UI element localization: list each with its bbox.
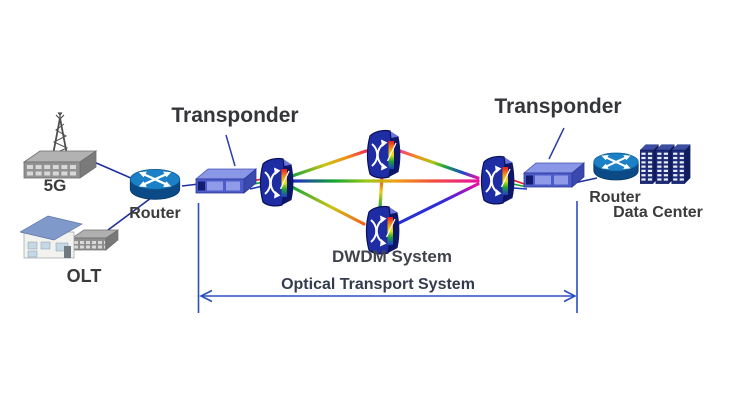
pointer-transponder-left	[225, 134, 236, 167]
mesh-link-left-bottom	[290, 185, 366, 226]
mesh-link-top-right	[398, 149, 480, 180]
optical-transport-system-label: Optical Transport System	[281, 276, 475, 293]
transponder-right-label: Transponder	[494, 95, 622, 118]
olt-building-icon	[20, 215, 120, 259]
5g-tower-icon	[22, 112, 98, 179]
dwdm-node-icon	[366, 129, 402, 179]
router-icon	[129, 168, 181, 201]
5g-label: 5G	[43, 176, 67, 195]
router-icon	[592, 151, 640, 182]
mesh-link-left-top	[290, 149, 368, 178]
pointer-transponder-right	[548, 127, 565, 160]
transponder-icon	[195, 168, 257, 194]
router-right-label: Router	[589, 189, 641, 206]
router-left-label: Router	[129, 205, 181, 222]
dwdm-system-label: DWDM System	[332, 247, 452, 266]
olt-label: OLT	[66, 266, 102, 286]
ots-arrowhead-right	[563, 289, 577, 303]
mesh-link-bottom-right	[395, 182, 480, 226]
data-center-racks-icon	[640, 143, 692, 185]
ots-arrowhead-left	[199, 289, 213, 303]
data-center-label: Data Center	[613, 204, 703, 221]
dwdm-node-icon	[259, 157, 295, 207]
transponder-icon	[523, 162, 585, 188]
dwdm-node-icon	[480, 155, 516, 205]
transponder-left-label: Transponder	[171, 104, 299, 127]
mesh-link-top-bottom	[378, 174, 384, 210]
